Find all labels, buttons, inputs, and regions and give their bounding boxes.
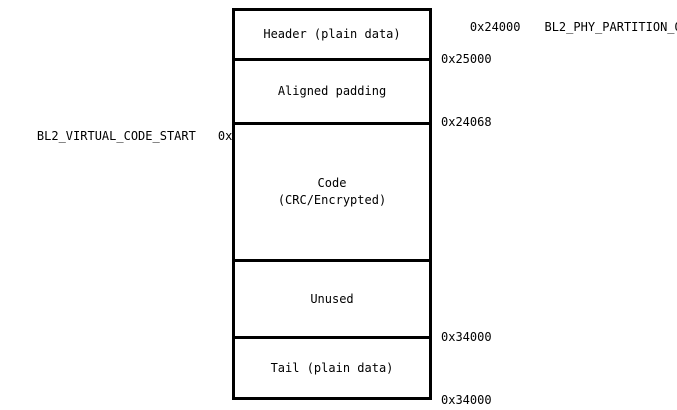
- symbol-text: BL2_PHY_PARTITION_OFFSET: [544, 20, 677, 34]
- symbol-text: BL2_VIRTUAL_CODE_START: [36, 129, 196, 143]
- segment-code: Code (CRC/Encrypted): [235, 122, 429, 259]
- right-label-top-offset: 0x24000 BL2_PHY_PARTITION_OFFSET: [441, 6, 677, 48]
- right-label-tail-end: 0x34000: [441, 393, 492, 407]
- memory-column: Header (plain data) Aligned padding Code…: [232, 8, 432, 400]
- segment-unused: Unused: [235, 259, 429, 336]
- right-label-unused-end: 0x34000: [441, 330, 492, 344]
- segment-header-line-1: Header (plain data): [263, 27, 401, 41]
- segment-tail-line-1: Tail (plain data): [270, 360, 394, 375]
- address-text: 0x24000: [469, 20, 521, 34]
- left-label-virtual-code-start: BL2_VIRTUAL_CODE_START0x21e80: [8, 115, 269, 157]
- segment-aligned-padding-line-1: Aligned padding: [277, 84, 387, 98]
- segment-unused-line-1: Unused: [310, 291, 354, 306]
- segment-tail: Tail (plain data): [235, 336, 429, 397]
- segment-aligned-padding: Aligned padding: [235, 58, 429, 122]
- segment-code-line-1: Code: [317, 176, 347, 190]
- segment-code-line-2: (CRC/Encrypted): [277, 193, 387, 207]
- right-label-header-end: 0x25000: [441, 52, 492, 66]
- segment-header: Header (plain data): [235, 11, 429, 58]
- right-label-code-start: 0x24068: [441, 115, 492, 129]
